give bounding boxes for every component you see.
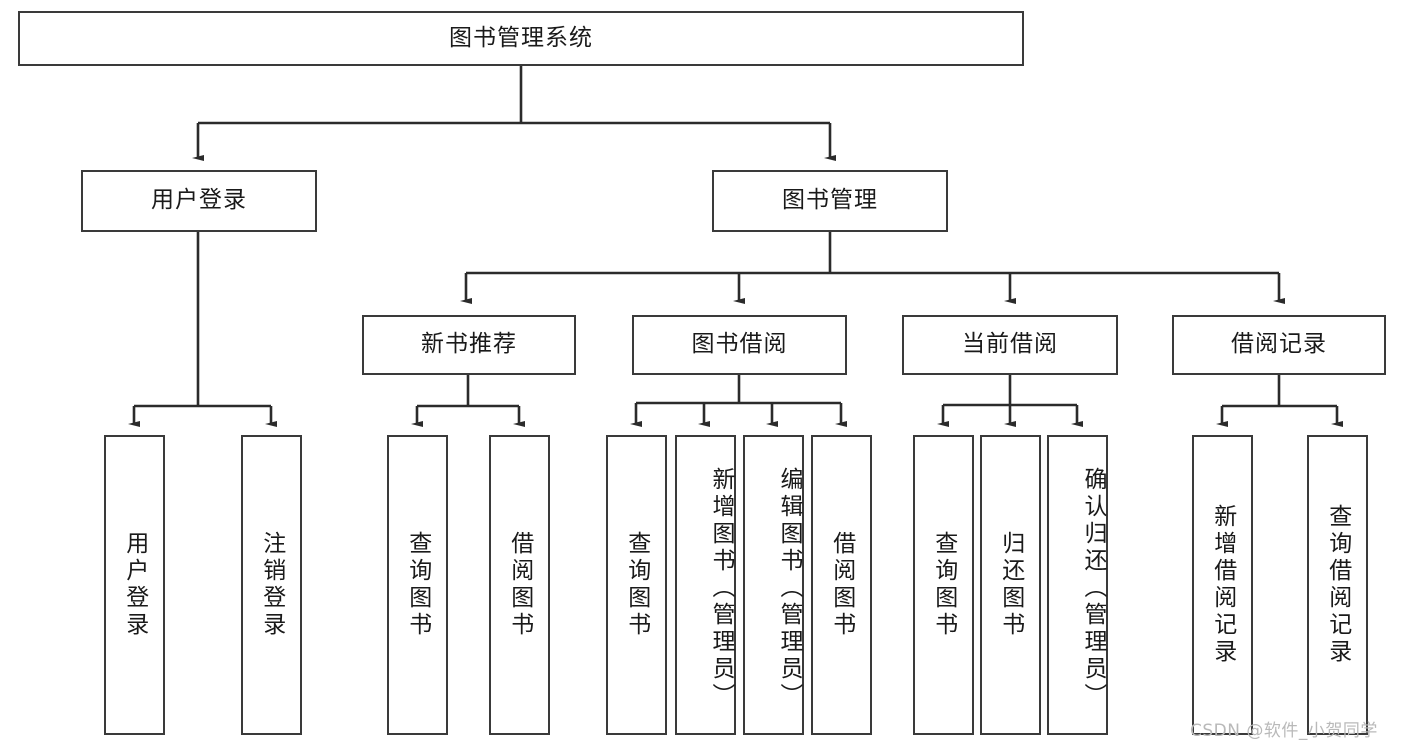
node-label: 查询图书 bbox=[404, 531, 431, 639]
leaf-user-login-login[interactable]: 用户登录 bbox=[104, 435, 165, 735]
node-label: 编辑图书（管理员） bbox=[776, 466, 802, 710]
node-label: 归还图书 bbox=[997, 531, 1024, 639]
leaf-record-query-record[interactable]: 查询借阅记录 bbox=[1307, 435, 1368, 735]
leaf-current-return-book[interactable]: 归还图书 bbox=[980, 435, 1041, 735]
node-label: 图书管理 bbox=[782, 187, 878, 214]
leaf-record-add-record[interactable]: 新增借阅记录 bbox=[1192, 435, 1253, 735]
node-new-book-recommend[interactable]: 新书推荐 bbox=[362, 315, 576, 375]
node-label: 图书借阅 bbox=[691, 331, 788, 358]
leaf-borrow-borrow-book[interactable]: 借阅图书 bbox=[811, 435, 872, 735]
node-label: 用户登录 bbox=[151, 187, 247, 214]
node-label: 用户登录 bbox=[121, 531, 148, 639]
leaf-current-confirm-return-admin[interactable]: 确认归还（管理员） bbox=[1047, 435, 1108, 735]
node-user-login[interactable]: 用户登录 bbox=[81, 170, 317, 232]
node-label: 新书推荐 bbox=[421, 331, 517, 358]
node-root-system[interactable]: 图书管理系统 bbox=[18, 11, 1024, 66]
node-borrow-record[interactable]: 借阅记录 bbox=[1172, 315, 1386, 375]
node-label: 查询图书 bbox=[930, 531, 957, 639]
leaf-borrow-add-book-admin[interactable]: 新增图书（管理员） bbox=[675, 435, 736, 735]
leaf-current-query-book[interactable]: 查询图书 bbox=[913, 435, 974, 735]
node-label: 借阅记录 bbox=[1231, 331, 1327, 358]
node-label: 借阅图书 bbox=[506, 531, 533, 639]
node-current-borrow[interactable]: 当前借阅 bbox=[902, 315, 1118, 375]
node-label: 注销登录 bbox=[258, 531, 285, 639]
node-book-borrow[interactable]: 图书借阅 bbox=[632, 315, 847, 375]
leaf-recommend-borrow-book[interactable]: 借阅图书 bbox=[489, 435, 550, 735]
node-book-management[interactable]: 图书管理 bbox=[712, 170, 948, 232]
node-label: 当前借阅 bbox=[962, 331, 1058, 358]
node-label: 确认归还（管理员） bbox=[1080, 466, 1106, 710]
leaf-borrow-edit-book-admin[interactable]: 编辑图书（管理员） bbox=[743, 435, 804, 735]
leaf-user-login-logout[interactable]: 注销登录 bbox=[241, 435, 302, 735]
node-label: 新增借阅记录 bbox=[1209, 504, 1236, 666]
node-label: 查询图书 bbox=[623, 531, 650, 639]
node-label: 借阅图书 bbox=[828, 531, 855, 639]
node-label: 查询借阅记录 bbox=[1324, 504, 1351, 666]
node-label: 新增图书（管理员） bbox=[708, 466, 734, 710]
leaf-recommend-query-book[interactable]: 查询图书 bbox=[387, 435, 448, 735]
csdn-watermark: CSDN @软件_小贺同学 bbox=[1190, 721, 1378, 741]
node-label: 图书管理系统 bbox=[449, 24, 593, 51]
leaf-borrow-query-book[interactable]: 查询图书 bbox=[606, 435, 667, 735]
